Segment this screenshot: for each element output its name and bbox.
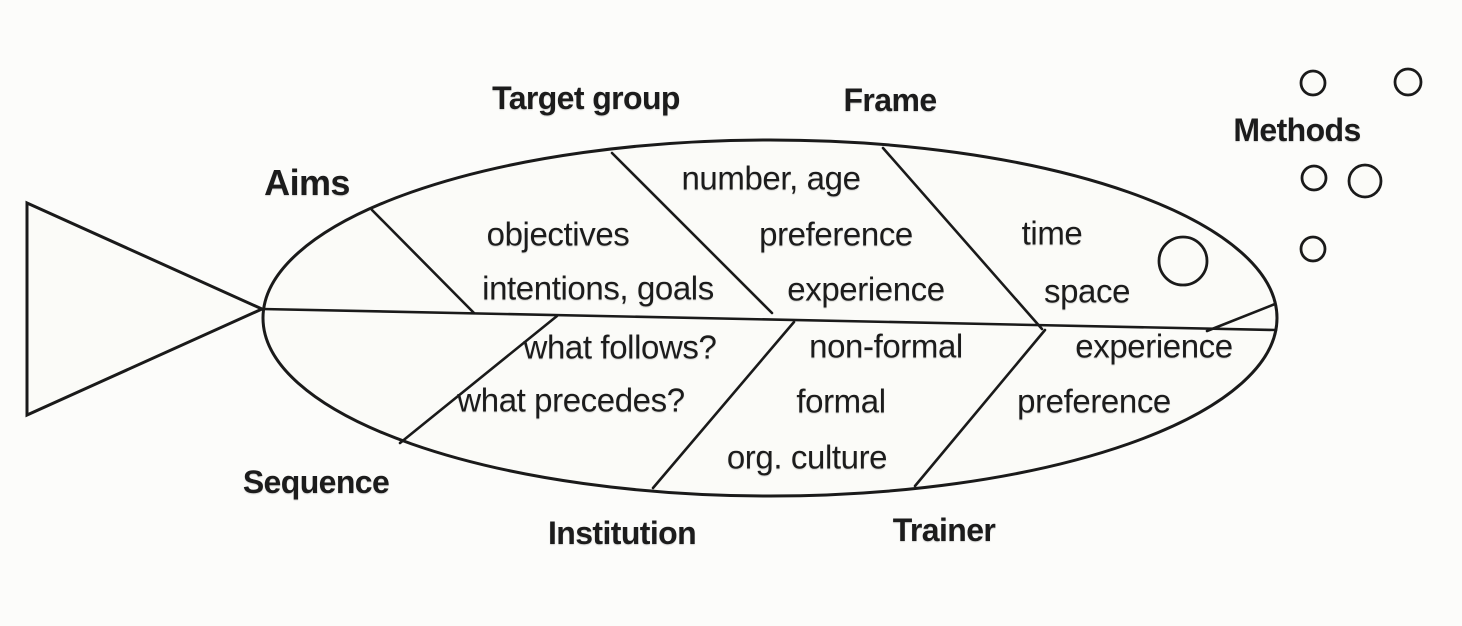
item-label-objectives: objectives bbox=[486, 215, 630, 253]
fish-eye-icon bbox=[1157, 235, 1209, 287]
category-label-institution: Institution bbox=[547, 515, 697, 551]
rib-frame bbox=[881, 146, 1044, 331]
item-label-non-formal: non-formal bbox=[809, 327, 963, 365]
fish-body bbox=[261, 138, 1279, 498]
category-label-aims: Aims bbox=[264, 162, 350, 203]
fish-mouth bbox=[1205, 302, 1277, 333]
item-label-preference-bottom: preference bbox=[1017, 382, 1171, 420]
item-label-what-precedes: what precedes? bbox=[457, 381, 685, 419]
fish-tail bbox=[25, 200, 266, 418]
category-label-sequence: Sequence bbox=[242, 464, 390, 500]
fish-spine bbox=[260, 307, 1278, 332]
category-label-trainer: Trainer bbox=[892, 512, 996, 548]
item-label-preference-top: preference bbox=[759, 215, 913, 253]
bubble-icon bbox=[1347, 163, 1383, 199]
category-label-target-group: Target group bbox=[492, 80, 680, 116]
item-label-formal: formal bbox=[796, 382, 886, 420]
item-label-intentions-goals: intentions, goals bbox=[482, 269, 714, 307]
bubble-icon bbox=[1393, 67, 1423, 97]
item-label-experience-bottom: experience bbox=[1075, 327, 1233, 365]
rib-institution bbox=[651, 320, 796, 490]
bubble-icon bbox=[1300, 164, 1328, 192]
bubble-icon bbox=[1299, 69, 1327, 97]
item-label-experience-top: experience bbox=[787, 270, 945, 308]
rib-aims bbox=[370, 208, 476, 315]
item-label-time: time bbox=[1021, 214, 1083, 252]
item-label-space: space bbox=[1043, 272, 1131, 310]
item-label-org-culture: org. culture bbox=[726, 438, 888, 476]
bubble-icon bbox=[1299, 235, 1327, 263]
rib-sequence bbox=[398, 314, 559, 445]
rib-trainer bbox=[913, 328, 1047, 488]
category-label-frame: Frame bbox=[843, 82, 937, 118]
item-label-what-follows: what follows? bbox=[523, 328, 717, 366]
item-label-number-age: number, age bbox=[681, 159, 861, 197]
rib-target-group bbox=[610, 151, 774, 315]
category-label-methods: Methods bbox=[1233, 112, 1361, 148]
